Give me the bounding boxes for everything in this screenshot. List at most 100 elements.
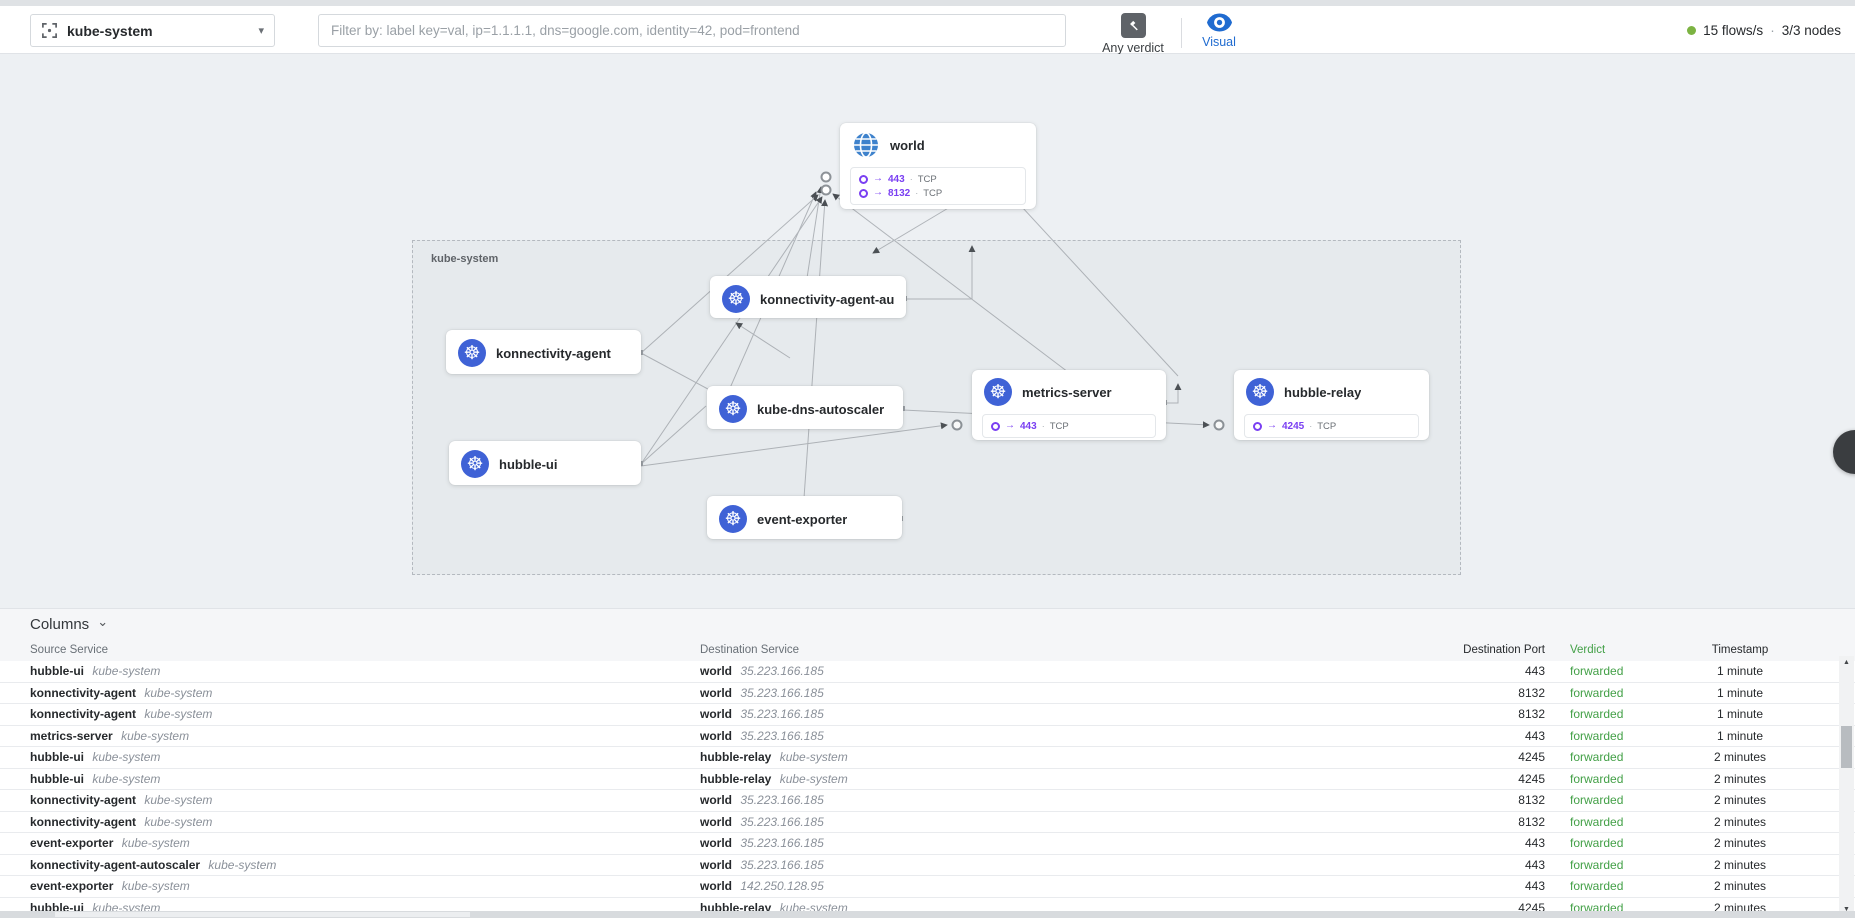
flow-row[interactable]: event-exporter kube-system world 35.223.… (0, 833, 1855, 855)
port-arrow-icon: → (1005, 420, 1015, 431)
flow-row[interactable]: konnectivity-agent-autoscaler kube-syste… (0, 854, 1855, 876)
verdict-value: forwarded (1570, 750, 1624, 765)
flow-row[interactable]: hubble-ui kube-system hubble-relay kube-… (0, 747, 1855, 769)
verdict-value: forwarded (1570, 728, 1624, 743)
source-namespace: kube-system (144, 685, 213, 700)
flow-row[interactable]: konnectivity-agent kube-system world 35.… (0, 704, 1855, 726)
destination-detail: 142.250.128.95 (740, 879, 824, 894)
port-arrow-icon: → (873, 187, 883, 198)
destination-service-name: world (700, 857, 732, 872)
flow-row[interactable]: metrics-server kube-system world 35.223.… (0, 725, 1855, 747)
toolbar-divider (1181, 18, 1182, 48)
destination-detail: 35.223.166.185 (740, 857, 824, 872)
service-node-kube-dns-autoscaler[interactable]: ☸ kube-dns-autoscaler (707, 386, 903, 429)
destination-detail: kube-system (779, 750, 848, 765)
flow-row[interactable]: hubble-ui kube-system hubble-relay kube-… (0, 768, 1855, 790)
timestamp-value: 1 minute (1716, 685, 1764, 700)
map-side-handle[interactable] (1833, 430, 1855, 474)
status-dot-icon (1687, 25, 1697, 35)
port-endpoint-icon (991, 421, 1000, 431)
destination-port: 8132 (1518, 793, 1545, 808)
hscrollbar-thumb[interactable] (55, 912, 470, 917)
timestamp-value: 1 minute (1716, 707, 1764, 722)
flow-row[interactable]: hubble-ui kube-system world 35.223.166.1… (0, 661, 1855, 683)
service-node-event-exporter[interactable]: ☸ event-exporter (707, 496, 902, 539)
globe-icon (854, 132, 878, 158)
kubernetes-icon: ☸ (719, 505, 747, 533)
service-label: hubble-ui (499, 456, 558, 472)
service-node-hubble-relay[interactable]: ☸ hubble-relay → 4245 · TCP (1234, 370, 1429, 440)
verdict-value: forwarded (1570, 879, 1624, 894)
flow-row[interactable]: konnectivity-agent kube-system world 35.… (0, 682, 1855, 704)
port-arrow-icon: → (1267, 420, 1277, 431)
destination-detail: kube-system (779, 771, 848, 786)
world-ports-box: → 443 · TCP → 8132 · TCP (850, 167, 1026, 205)
service-node-konnectivity-agent[interactable]: ☸ konnectivity-agent (446, 330, 641, 374)
namespace-select[interactable]: kube-system ▾ (30, 14, 275, 47)
source-namespace: kube-system (92, 750, 161, 765)
destination-detail: 35.223.166.185 (740, 836, 824, 851)
service-map[interactable]: kube-system world → (0, 54, 1855, 608)
kubernetes-icon: ☸ (719, 395, 747, 423)
port-endpoint-icon (1253, 421, 1262, 431)
port-row[interactable]: → 443 · TCP (859, 172, 1017, 186)
destination-service-name: hubble-relay (700, 750, 772, 765)
flow-row[interactable]: konnectivity-agent kube-system world 35.… (0, 811, 1855, 833)
source-namespace: kube-system (144, 793, 213, 808)
service-label: event-exporter (757, 511, 848, 527)
namespace-select-value: kube-system (67, 22, 153, 39)
destination-port: 443 (1524, 857, 1545, 872)
verdict-value: forwarded (1570, 857, 1624, 872)
header-destination-service[interactable]: Destination Service (700, 644, 800, 656)
port-number: 8132 (888, 187, 911, 199)
flows-rate: 15 flows/s (1703, 22, 1764, 38)
table-horizontal-scrollbar[interactable] (0, 911, 1855, 918)
eye-icon (1206, 13, 1232, 32)
destination-detail: 35.223.166.185 (740, 685, 824, 700)
source-service-name: hubble-ui (30, 664, 84, 679)
scroll-up-icon[interactable]: ▲ (1843, 659, 1850, 666)
port-row[interactable]: → 4245 · TCP (1253, 419, 1410, 433)
source-service-name: event-exporter (30, 836, 114, 851)
destination-port: 8132 (1518, 685, 1545, 700)
columns-label: Columns (30, 615, 90, 633)
flow-row[interactable]: event-exporter kube-system world 142.250… (0, 876, 1855, 898)
port-row[interactable]: → 8132 · TCP (859, 186, 1017, 200)
port-number: 443 (888, 173, 905, 185)
port-endpoint-icon (859, 188, 868, 198)
service-label: kube-dns-autoscaler (757, 401, 885, 417)
service-node-metrics-server[interactable]: ☸ metrics-server → 443 · TCP (972, 370, 1166, 440)
verdict-filter-button[interactable]: Any verdict (1097, 13, 1169, 55)
scrollbar-thumb[interactable] (1841, 726, 1852, 768)
port-protocol: TCP (923, 187, 943, 199)
header-timestamp[interactable]: Timestamp (1711, 644, 1769, 656)
header-source-service[interactable]: Source Service (30, 644, 108, 656)
header-verdict[interactable]: Verdict (1570, 644, 1606, 656)
kubernetes-icon: ☸ (984, 378, 1012, 406)
flows-panel: Columns ⌄ Source Service Destination Ser… (0, 608, 1855, 918)
columns-dropdown[interactable]: Columns ⌄ (0, 609, 1855, 639)
visual-mode-button[interactable]: Visual (1196, 13, 1242, 49)
service-node-konnectivity-agent-autoscaler[interactable]: ☸ konnectivity-agent-autosc… (710, 276, 906, 318)
status-separator: · (1770, 22, 1775, 38)
destination-port: 443 (1524, 836, 1545, 851)
service-node-hubble-ui[interactable]: ☸ hubble-ui (449, 441, 641, 485)
port-row[interactable]: → 443 · TCP (991, 419, 1147, 433)
cluster-status: 15 flows/s · 3/3 nodes (1687, 6, 1841, 54)
flow-row[interactable]: konnectivity-agent kube-system world 35.… (0, 790, 1855, 812)
scroll-down-icon[interactable]: ▼ (1843, 906, 1850, 913)
chevron-down-icon: ▾ (258, 25, 264, 37)
source-namespace: kube-system (121, 728, 190, 743)
port-protocol: TCP (917, 173, 937, 185)
source-namespace: kube-system (144, 707, 213, 722)
header-destination-port[interactable]: Destination Port (1463, 644, 1545, 656)
timestamp-value: 2 minutes (1713, 793, 1767, 808)
service-node-world[interactable]: world → 443 · TCP → 8132 (840, 123, 1036, 209)
flow-filter-input[interactable] (318, 14, 1066, 47)
table-vertical-scrollbar[interactable]: ▲ ▼ (1839, 656, 1854, 918)
port-number: 4245 (1282, 420, 1305, 432)
chevron-down-icon: ⌄ (97, 614, 109, 629)
visual-mode-label: Visual (1202, 35, 1236, 49)
kubernetes-icon: ☸ (461, 450, 489, 478)
